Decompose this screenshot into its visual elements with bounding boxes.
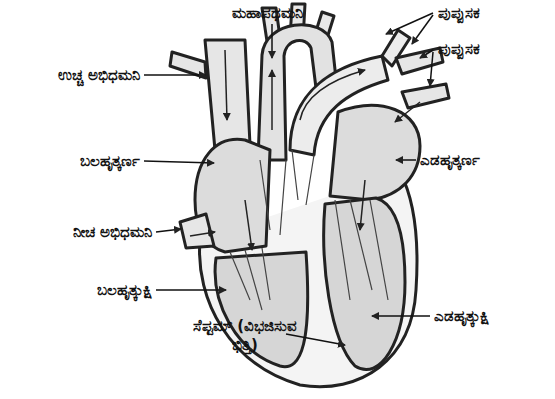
part-label: ಪುಪ್ಪುಸಕ: [438, 40, 480, 59]
part-label: ಬಲಹೃತ್ಕರ್ಣ: [80, 152, 140, 171]
part-label: ಉಚ್ಚ ಅಭಿಧಮನಿ: [58, 66, 140, 85]
part-label: ಪುಪ್ಪುಸಕ: [438, 4, 480, 23]
part-label: ಮಹಾಪಧಮನಿ: [232, 4, 303, 23]
part-label: ನೀಚ ಅಭಿಧಮನಿ: [73, 223, 152, 242]
part-label: ಸೆಪ್ಟಮ್ (ವಿಭಜಿಸುವ ಭಿತ್ತಿ): [180, 317, 310, 355]
part-label: ಎಡಹೃತ್ಕರ್ಣ: [420, 151, 480, 170]
part-label: ಎಡಹೃತ್ಕುಕ್ಷಿ: [434, 307, 489, 326]
part-label: ಬಲಹೃತ್ಕುಕ್ಷಿ: [97, 281, 152, 300]
